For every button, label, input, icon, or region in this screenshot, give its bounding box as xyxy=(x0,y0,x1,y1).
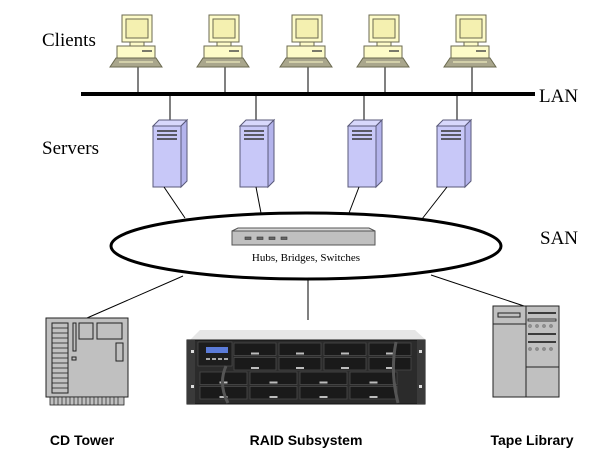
raid-bay-latch xyxy=(251,367,259,369)
server-tower-icon xyxy=(239,119,275,188)
raid-bay-latch xyxy=(369,396,378,398)
raid-subsystem-icon xyxy=(186,330,426,405)
client-computer-icon xyxy=(196,14,250,68)
server-tower-icon xyxy=(347,119,383,188)
raid-drive-bay xyxy=(299,386,348,400)
server-tower-icon xyxy=(436,119,472,188)
cd-tower-icon xyxy=(45,317,129,406)
server-lan-connectors xyxy=(169,94,458,122)
servers-label: Servers xyxy=(42,138,99,159)
raid-bay-latch xyxy=(296,367,304,369)
san-connector-line xyxy=(255,186,262,214)
raid-drive-bay xyxy=(278,342,322,356)
switch-device-icon xyxy=(231,227,376,246)
raid-drive-bays xyxy=(199,342,412,400)
raid-bay-latch xyxy=(369,381,378,384)
raid-subsystem-label: RAID Subsystem xyxy=(250,432,363,448)
raid-bay-latch xyxy=(269,396,278,398)
clients-label: Clients xyxy=(42,30,96,51)
san-connector-line xyxy=(421,186,448,220)
san-cloud-ellipse xyxy=(109,211,503,281)
san-connector-line xyxy=(348,186,360,214)
raid-bay-latch xyxy=(319,381,328,384)
switch-label: Hubs, Bridges, Switches xyxy=(252,252,360,264)
raid-bay-latch xyxy=(341,367,349,369)
raid-drive-bay xyxy=(368,342,412,356)
raid-drive-bay xyxy=(249,386,298,400)
client-connectors xyxy=(137,66,473,94)
raid-bay-latch xyxy=(296,352,304,355)
raid-drive-bay xyxy=(349,371,398,385)
client-computer-icon xyxy=(109,14,163,68)
raid-drive-bay xyxy=(323,357,367,371)
storage-connector-line xyxy=(430,274,525,307)
storage-connectors xyxy=(86,274,525,320)
raid-bay-latch xyxy=(386,367,394,369)
raid-drive-bay xyxy=(233,357,277,371)
raid-drive-bay xyxy=(249,371,298,385)
raid-drive-bay xyxy=(278,357,322,371)
cd-tower-label: CD Tower xyxy=(50,432,115,448)
raid-bay-latch xyxy=(219,396,228,398)
client-computer-icon xyxy=(356,14,410,68)
raid-drive-bay xyxy=(233,342,277,356)
client-computer-icon xyxy=(279,14,333,68)
tape-library-label: Tape Library xyxy=(491,432,574,448)
raid-drive-bay xyxy=(323,342,367,356)
servers xyxy=(152,119,472,188)
san-label: SAN xyxy=(540,228,578,249)
raid-bay-latch xyxy=(269,381,278,384)
raid-bay-latch xyxy=(319,396,328,398)
tape-library-icon xyxy=(492,305,560,398)
raid-bay-latch xyxy=(386,352,394,355)
client-computer-icon xyxy=(443,14,497,68)
raid-drive-bay xyxy=(368,357,412,371)
san-connector-line xyxy=(163,186,186,219)
raid-bay-latch xyxy=(251,352,259,355)
server-tower-icon xyxy=(152,119,188,188)
raid-bay-latch xyxy=(341,352,349,355)
client-computers xyxy=(109,14,497,68)
raid-drive-bay xyxy=(299,371,348,385)
storage-connector-line xyxy=(86,275,184,319)
server-san-connectors xyxy=(163,186,448,220)
lan-label: LAN xyxy=(539,86,578,107)
